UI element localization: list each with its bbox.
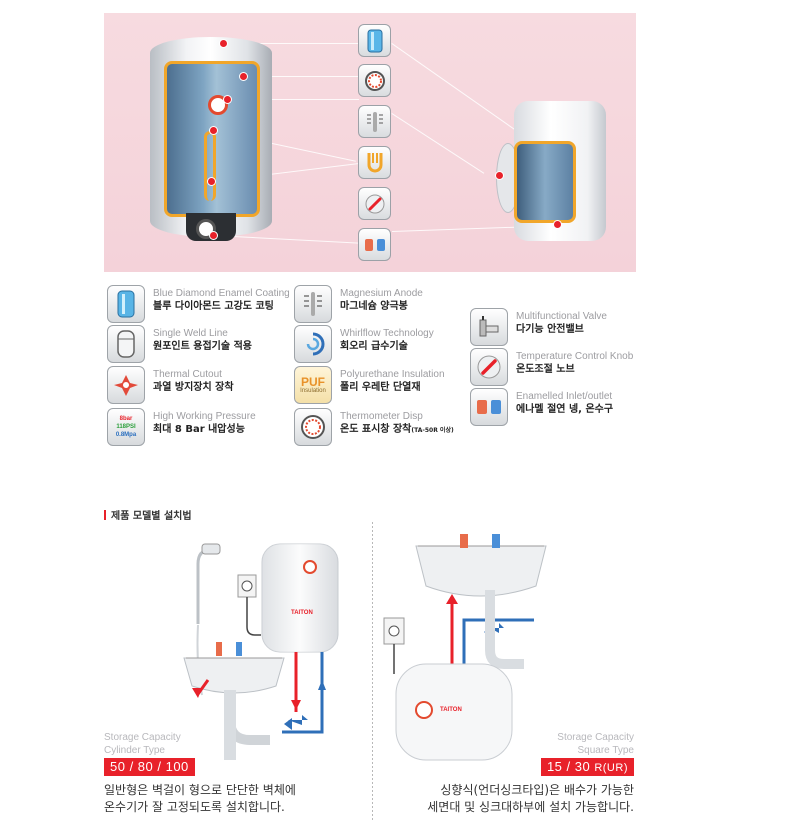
- pressure-mpa-text: 0.8Mpa: [115, 431, 137, 438]
- cylinder-desc-line2: 온수기가 잘 고정되도록 설치합니다.: [104, 800, 285, 814]
- cylinder-type-label: Cylinder Type: [104, 745, 165, 756]
- leader-line: [244, 76, 359, 77]
- callout-dot: [496, 172, 503, 179]
- tank-inner-cutaway: [164, 61, 260, 217]
- side-tank-cutaway: [514, 141, 576, 223]
- feature-thermometer: Thermometer Disp 온도 표시창 장착(TA-50R 이상): [294, 408, 454, 446]
- control-knob-icon: [358, 187, 391, 220]
- storage-capacity-label-right: Storage Capacity: [557, 732, 634, 743]
- square-capacity-suffix: R(UR): [594, 762, 628, 774]
- square-install-illustration: [380, 528, 550, 768]
- feature-ko-label: 회오리 급수기술: [340, 341, 408, 352]
- leader-line: [224, 43, 359, 44]
- insulation-icon-text: Insulation: [300, 387, 326, 394]
- valve-icon: [470, 308, 508, 346]
- feature-ko-note: (TA-50R 이상): [411, 427, 454, 434]
- feature-ko-label: 온도 표시창 장착(TA-50R 이상): [340, 423, 454, 438]
- leader-line: [391, 113, 485, 174]
- feature-en-label: High Working Pressure: [153, 411, 256, 422]
- feature-anode: Magnesium Anode 마그네슘 양극봉: [294, 285, 423, 323]
- feature-en-label: Single Weld Line: [153, 328, 228, 339]
- square-desc-line2: 세면대 및 싱크대하부에 설치 가능합니다.: [427, 800, 634, 814]
- whirlflow-icon: [294, 325, 332, 363]
- cylinder-install-illustration: [180, 530, 370, 780]
- inlet-outlet-icon: [470, 388, 508, 426]
- feature-valve: Multifunctional Valve 다기능 안전밸브: [470, 308, 607, 346]
- feature-en-label: Thermometer Disp: [340, 411, 423, 422]
- feature-thermal-cutout: Thermal Cutout 과열 방지장치 장착: [107, 366, 234, 404]
- feature-ko-label: 다기능 안전밸브: [516, 324, 584, 335]
- enamel-coating-icon: [107, 285, 145, 323]
- cylinder-capacity-value: 50 / 80 / 100: [104, 758, 195, 776]
- feature-ko-label: 온도조절 노브: [516, 364, 575, 375]
- feature-ko-label: 과열 방지장치 장착: [153, 382, 234, 393]
- hero-illustration: [104, 13, 636, 272]
- feature-en-label: Polyurethane Insulation: [340, 369, 445, 380]
- callout-dot: [210, 232, 217, 239]
- brand-logo-right: TAITON: [440, 707, 462, 713]
- thermometer-icon: [294, 408, 332, 446]
- leader-line: [228, 99, 359, 100]
- callout-dot: [554, 221, 561, 228]
- callout-dot: [210, 127, 217, 134]
- square-capacity-number: 15 / 30: [546, 759, 591, 774]
- feature-pressure: 8bar 118PSI 0.8Mpa High Working Pressure…: [107, 408, 256, 446]
- weld-line-icon: [107, 325, 145, 363]
- pressure-psi-text: 118PSI: [116, 423, 136, 430]
- callout-dot: [208, 178, 215, 185]
- thermal-cutout-icon: [107, 366, 145, 404]
- callout-dot: [220, 40, 227, 47]
- cylinder-desc-line1: 일반형은 벽걸이 형으로 단단한 벽체에: [104, 783, 296, 797]
- brand-logo-left: TAITON: [291, 610, 313, 616]
- feature-en-label: Whirlflow Technology: [340, 328, 434, 339]
- puf-icon-text: PUF: [301, 374, 325, 389]
- leader-line: [213, 235, 359, 244]
- feature-single-weld: Single Weld Line 원포인트 용접기술 적용: [107, 325, 252, 363]
- feature-inlet: Enamelled Inlet/outlet 에나멜 절연 넹, 온수구: [470, 388, 613, 426]
- feature-en-label: Blue Diamond Enamel Coating: [153, 288, 290, 299]
- heating-element-icon: [204, 131, 216, 201]
- feature-ko-label: 마그네슘 양극봉: [340, 301, 408, 312]
- thermometer-dial-icon: [208, 95, 228, 115]
- feature-ko-label: 원포인트 용접기술 적용: [153, 341, 252, 352]
- feature-en-label: Thermal Cutout: [153, 369, 222, 380]
- square-type-label: Square Type: [577, 745, 634, 756]
- feature-puf: PUF Insulation Polyurethane Insulation 폴…: [294, 366, 445, 404]
- control-knob-icon: [470, 348, 508, 386]
- insulation-icon: PUF Insulation: [294, 366, 332, 404]
- feature-ko-text: 온도 표시창 장착: [340, 424, 412, 435]
- pressure-bar-text: 8bar: [119, 415, 133, 422]
- feature-en-label: Multifunctional Valve: [516, 311, 607, 322]
- anode-icon: [294, 285, 332, 323]
- feature-ko-label: 폴리 우레탄 단열재: [340, 382, 421, 393]
- feature-knob: Temperature Control Knob 온도조절 노브: [470, 348, 633, 386]
- pressure-gauge-icon: 8bar 118PSI 0.8Mpa: [107, 408, 145, 446]
- inlet-outlet-icon: [358, 228, 391, 261]
- enamel-coating-icon: [358, 24, 391, 57]
- thermometer-icon: [358, 64, 391, 97]
- storage-capacity-label-left: Storage Capacity: [104, 732, 181, 743]
- feature-ko-label: 에나멜 절연 넹, 온수구: [516, 404, 614, 415]
- heating-element-icon: [358, 146, 391, 179]
- feature-en-label: Temperature Control Knob: [516, 351, 634, 362]
- section-divider: [372, 522, 373, 822]
- callout-dot: [240, 73, 247, 80]
- feature-en-label: Enamelled Inlet/outlet: [516, 391, 613, 402]
- square-capacity-value: 15 / 30 R(UR): [540, 758, 634, 776]
- callout-dot: [224, 96, 231, 103]
- anode-icon: [358, 105, 391, 138]
- feature-whirlflow: Whirlflow Technology 회오리 급수기술: [294, 325, 434, 363]
- feature-ko-label: 블루 다이아몬드 고강도 코팅: [153, 301, 274, 312]
- feature-ko-label: 최대 8 Bar 내압성능: [153, 424, 245, 435]
- section-title: 제품 모델별 설치법: [104, 507, 192, 522]
- square-desc-line1: 싱향식(언더싱크타입)은 배수가 가능한: [440, 783, 634, 797]
- feature-blue-diamond: Blue Diamond Enamel Coating 블루 다이아몬드 고강도…: [107, 285, 290, 323]
- feature-en-label: Magnesium Anode: [340, 288, 423, 299]
